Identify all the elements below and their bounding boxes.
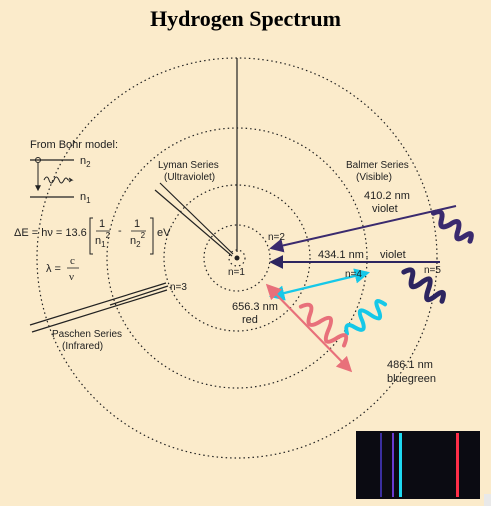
level-label-n3: n=3 bbox=[170, 282, 187, 293]
svg-text:n12: n12 bbox=[95, 231, 111, 249]
svg-text:1: 1 bbox=[99, 218, 105, 230]
bohr-heading: From Bohr model: bbox=[30, 139, 118, 151]
colorname-486nm: bluegreen bbox=[387, 373, 436, 385]
photon-wave-434nm bbox=[401, 267, 446, 304]
corner-mark bbox=[484, 494, 491, 506]
paschen-series-name: Paschen Series bbox=[52, 329, 122, 340]
energy-formula: ΔE = hν = 13.6 1 n12 - 1 n22 eV bbox=[14, 217, 171, 255]
photon-wave-410nm bbox=[430, 209, 474, 244]
level-n1-label: n1 bbox=[80, 191, 91, 205]
level-label-n2: n=2 bbox=[268, 232, 285, 243]
nucleus bbox=[234, 255, 240, 261]
colorname-410nm: violet bbox=[372, 203, 398, 215]
electron-icon bbox=[35, 157, 41, 163]
spectrum-line-656nm bbox=[456, 433, 459, 497]
svg-text:1: 1 bbox=[134, 218, 140, 230]
lyman-series-name: Lyman Series bbox=[158, 160, 219, 171]
photon-emission-icon bbox=[43, 176, 69, 184]
page-title: Hydrogen Spectrum bbox=[150, 6, 341, 31]
lyman-series-region: (Ultraviolet) bbox=[164, 172, 215, 183]
arrow-410nm bbox=[269, 205, 457, 253]
bohr-inset bbox=[30, 157, 74, 198]
spectrum-line-410nm bbox=[380, 433, 382, 497]
svg-text:ΔE = hν = 13.6: ΔE = hν = 13.6 bbox=[14, 227, 87, 239]
svg-text:ν: ν bbox=[69, 271, 74, 283]
svg-text:-: - bbox=[118, 225, 122, 237]
arrow-656nm bbox=[265, 283, 353, 373]
svg-text:λ =: λ = bbox=[46, 263, 61, 275]
level-label-n4: n=4 bbox=[345, 269, 362, 280]
paschen-series-region: (Infrared) bbox=[62, 341, 103, 352]
spectrum-strip bbox=[356, 431, 480, 499]
level-label-n5: n=5 bbox=[424, 265, 441, 276]
spectrum-line-486nm bbox=[399, 433, 402, 497]
orbit-n5 bbox=[36, 57, 438, 459]
level-label-n1: n=1 bbox=[228, 267, 245, 278]
level-n2-label: n2 bbox=[80, 155, 91, 169]
wavelength-656nm: 656.3 nm bbox=[232, 301, 278, 313]
svg-text:n22: n22 bbox=[130, 231, 146, 249]
photon-wave-486nm bbox=[344, 299, 388, 336]
balmer-series-region: (Visible) bbox=[356, 172, 392, 183]
svg-text:eV: eV bbox=[157, 227, 171, 239]
colorname-656nm: red bbox=[242, 314, 258, 326]
paschen-lines bbox=[29, 282, 169, 333]
wavelength-486nm: 486.1 nm bbox=[387, 359, 433, 371]
lyman-lines bbox=[154, 58, 238, 257]
photon-wave-656nm bbox=[298, 302, 349, 348]
wavelength-410nm: 410.2 nm bbox=[364, 190, 410, 202]
wavelength-formula: λ = c ν bbox=[46, 255, 79, 283]
wavelength-434nm: 434.1 nm bbox=[318, 249, 364, 261]
balmer-series-name: Balmer Series bbox=[346, 160, 409, 171]
svg-text:c: c bbox=[70, 255, 75, 267]
colorname-434nm: violet bbox=[380, 249, 406, 261]
spectrum-line-434nm bbox=[392, 433, 394, 497]
